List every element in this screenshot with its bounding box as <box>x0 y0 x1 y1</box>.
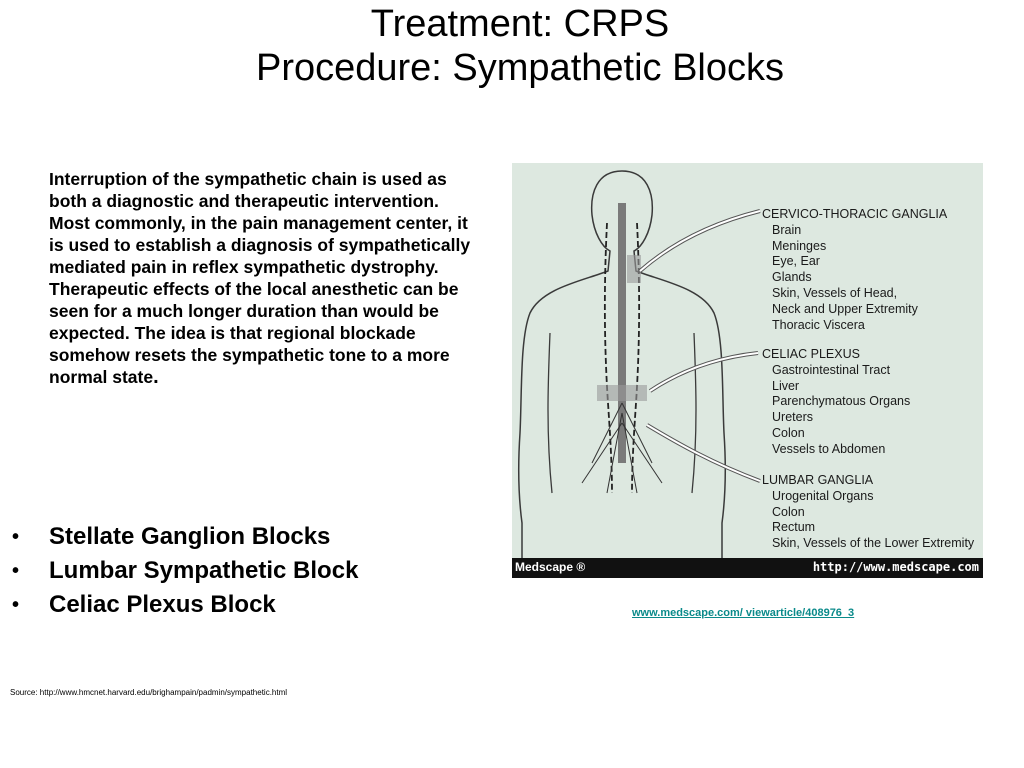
group-item: Ureters <box>772 410 813 425</box>
group-item: Liver <box>772 378 800 393</box>
group-item: Neck and Upper Extremity <box>772 301 918 316</box>
group-item: Skin, Vessels of Head, <box>772 285 898 300</box>
body-paragraph-text: Interruption of the sympathetic chain is… <box>49 169 471 387</box>
title-line-2: Procedure: Sympathetic Blocks <box>255 47 784 89</box>
body-paragraph-period: . <box>153 366 159 388</box>
bullet-item-lumbar: • Lumbar Sympathetic Block <box>12 554 358 588</box>
label-group-celiac-plexus: CELIAC PLEXUS Gastrointestinal Tract Liv… <box>762 347 910 458</box>
medscape-logo-text: Medscape ® <box>515 560 586 574</box>
group-item: Meninges <box>772 238 827 253</box>
group-item: Parenchymatous Organs <box>772 394 911 409</box>
group-item: Urogenital Organs <box>772 488 874 503</box>
bullet-item-celiac: • Celiac Plexus Block <box>12 588 358 622</box>
bullet-text: Lumbar Sympathetic Block <box>49 557 359 584</box>
group-item: Colon <box>772 425 805 440</box>
medscape-url-text: http://www.medscape.com <box>812 560 979 574</box>
bullet-dot: • <box>12 594 20 616</box>
bullet-item-stellate: • Stellate Ganglion Blocks <box>12 520 358 554</box>
slide-title: Treatment: CRPS Procedure: Sympathetic B… <box>0 2 1024 90</box>
group-heading: CELIAC PLEXUS <box>762 347 860 361</box>
title-line-1: Treatment: CRPS <box>370 3 670 45</box>
figure-footer-bar: Medscape ® http://www.medscape.com <box>512 558 983 578</box>
bullet-dot: • <box>12 526 20 548</box>
group-item: Eye, Ear <box>772 254 820 269</box>
group-heading: LUMBAR GANGLIA <box>762 473 874 487</box>
group-item: Thoracic Viscera <box>772 317 865 332</box>
label-group-cervico-thoracic: CERVICO-THORACIC GANGLIA Brain Meninges … <box>762 207 947 333</box>
group-heading: CERVICO-THORACIC GANGLIA <box>762 207 948 221</box>
body-paragraph: Interruption of the sympathetic chain is… <box>49 168 481 388</box>
bullet-text: Stellate Ganglion Blocks <box>49 523 331 550</box>
group-item: Brain <box>772 222 802 237</box>
bullet-text: Celiac Plexus Block <box>49 591 276 618</box>
group-item: Rectum <box>772 520 816 535</box>
medscape-article-link[interactable]: www.medscape.com/ viewarticle/408976_3 <box>632 607 855 619</box>
group-item: Colon <box>772 504 805 519</box>
label-group-lumbar-ganglia: LUMBAR GANGLIA Urogenital Organs Colon R… <box>762 473 974 552</box>
sympathetic-anatomy-figure: CERVICO-THORACIC GANGLIA Brain Meninges … <box>512 163 983 578</box>
group-item: Skin, Vessels of the Lower Extremity <box>772 536 975 551</box>
group-item: Gastrointestinal Tract <box>772 362 891 377</box>
body-outline-illustration <box>517 170 761 558</box>
bullet-dot: • <box>12 560 20 582</box>
group-item: Glands <box>772 270 812 285</box>
group-item: Vessels to Abdomen <box>772 441 886 456</box>
source-citation: Source: http://www.hmcnet.harvard.edu/br… <box>10 688 288 697</box>
bullet-list: • Stellate Ganglion Blocks • Lumbar Sympat… <box>12 520 358 622</box>
